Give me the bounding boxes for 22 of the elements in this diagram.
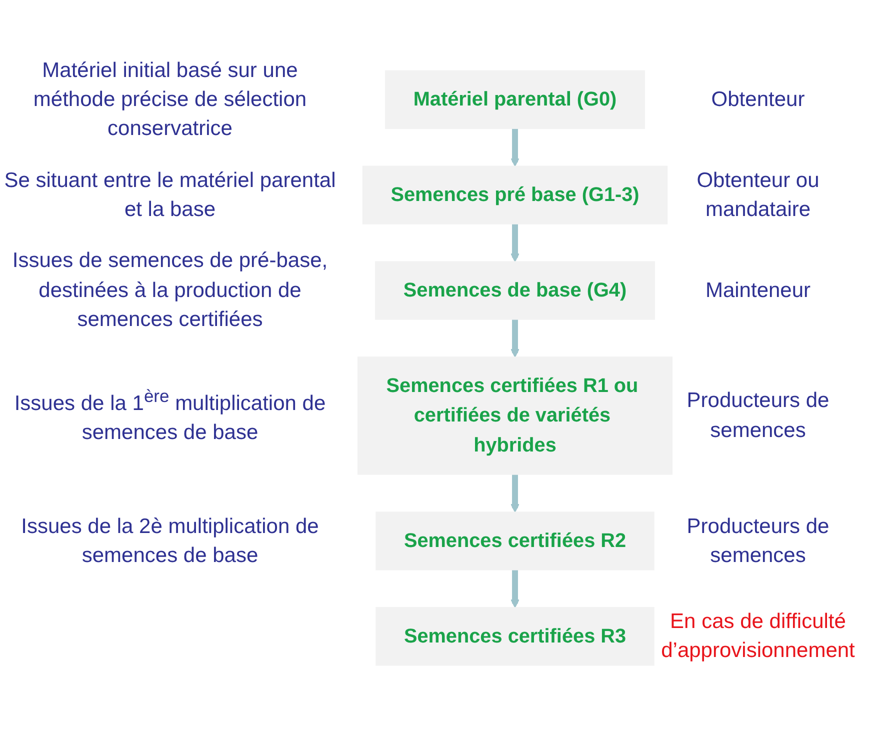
description-text: Issues de la 2è multiplication de semences de base — [20, 514, 320, 569]
description-text: Se situant entre le matériel parental et la base — [3, 168, 337, 224]
arrow — [510, 570, 520, 608]
arrow — [510, 224, 520, 262]
process-box: Matériel parental (G0) — [385, 70, 645, 129]
process-box: Semences certifiées R3 — [376, 607, 654, 666]
process-box: Semences certifiées R2 — [376, 512, 654, 570]
process-box: Semences de base (G4) — [375, 261, 655, 320]
description-text: Matériel initial basé sur une méthode précise de sélection conservatrice — [32, 58, 308, 142]
role-text: Mainteneur — [704, 278, 812, 304]
process-box: Semences certifiées R1 ou certifiées de variétés hybrides — [357, 356, 673, 475]
arrow — [510, 474, 520, 513]
role-text: En cas de difficulté d’approvisionnement — [660, 608, 856, 664]
process-box: Semences pré base (G1-3) — [362, 166, 668, 224]
arrow — [510, 319, 520, 358]
arrow — [510, 128, 520, 167]
role-text: Obtenteur — [710, 86, 806, 113]
role-text: Producteurs de semences — [686, 514, 830, 569]
role-text: Obtenteur ou mandataire — [696, 168, 820, 224]
role-text: Producteurs de semences — [686, 388, 830, 444]
description-text: Issues de la 1$^{ère}$ multiplication de semences de base — [13, 384, 327, 446]
description-text: Issues de semences de pré-base, destinées à la production de semences certifiées — [11, 248, 329, 334]
